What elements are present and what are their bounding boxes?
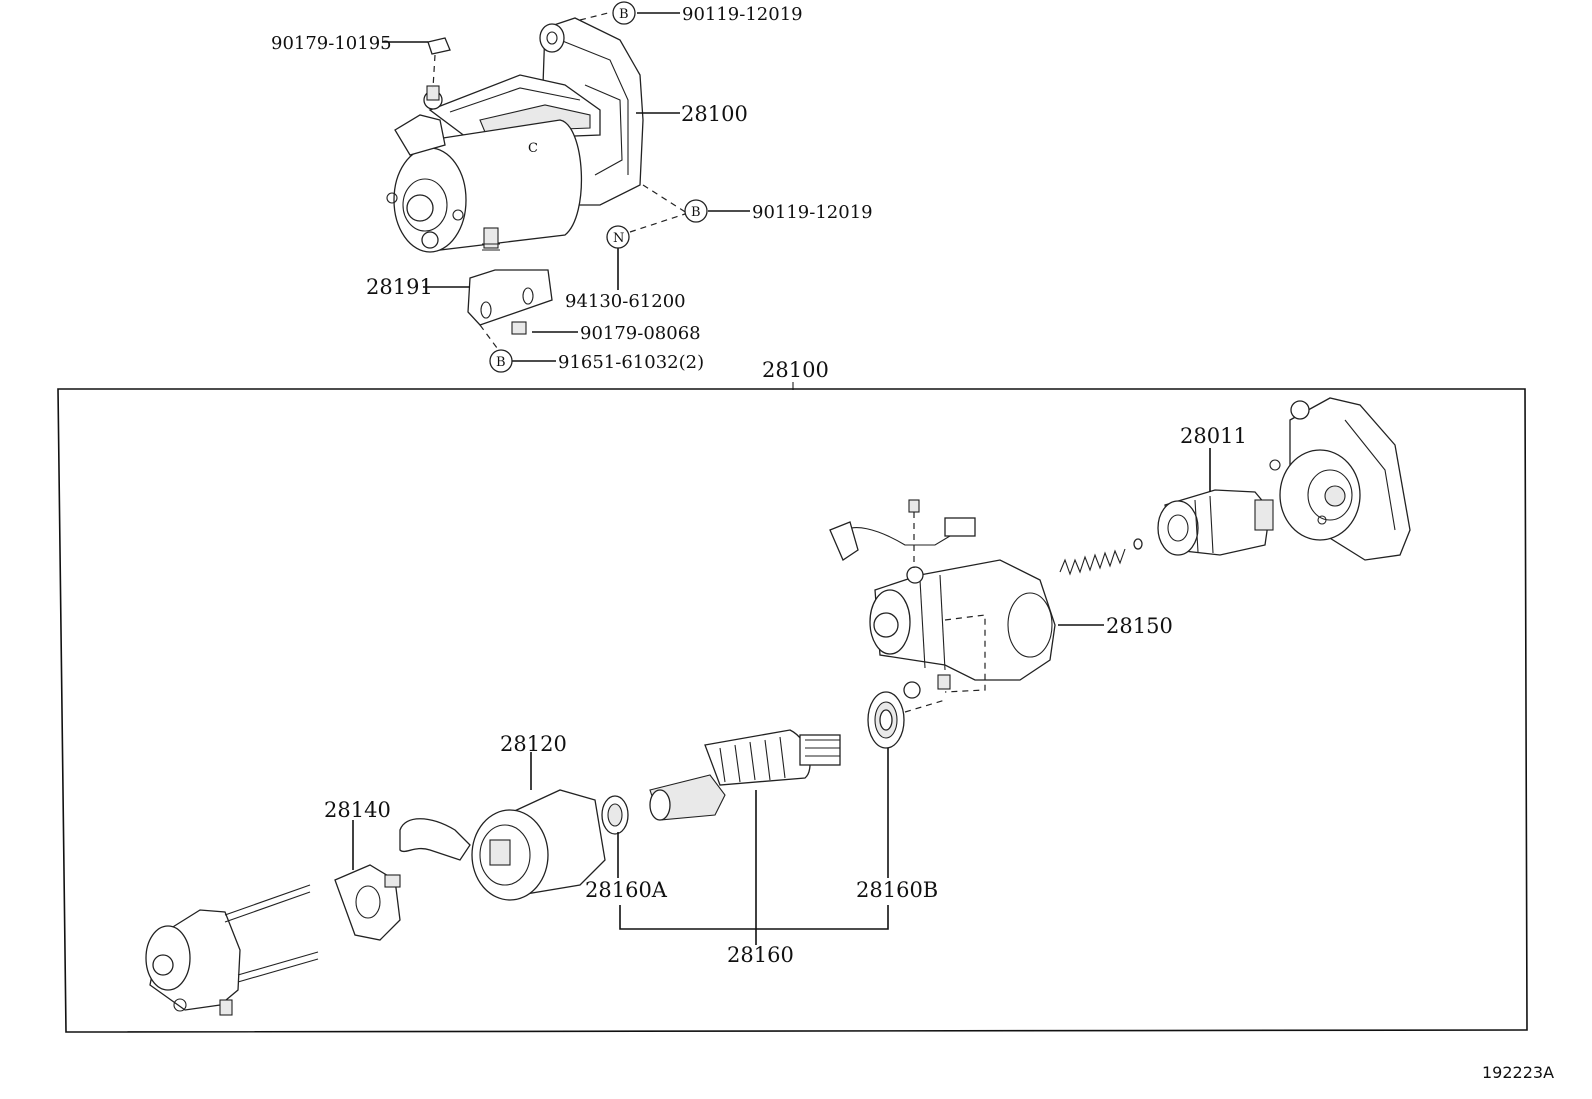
- brush-holder-28140-icon: [334, 864, 401, 941]
- figure-id: 192223A: [1482, 1063, 1554, 1082]
- bolt-90179-10195-icon: [427, 37, 451, 89]
- label-bolt-left: 90179-10195: [271, 33, 392, 54]
- label-bolt-top-b: 90119-12019: [682, 4, 803, 25]
- label-bearing-b: 28160B: [856, 878, 938, 902]
- armature-icon: [649, 729, 841, 821]
- label-assembly-box: 28100: [762, 358, 829, 382]
- label-bolt-mid-b: 90119-12019: [752, 202, 873, 223]
- label-yoke: 28120: [500, 732, 567, 756]
- label-switch: 28150: [1106, 614, 1173, 638]
- bearing-28160a-icon: [601, 795, 629, 835]
- exploded-view-frame: [57, 388, 1528, 1033]
- label-nut: 90179-08068: [580, 323, 701, 344]
- label-brush-holder: 28140: [324, 798, 391, 822]
- label-bearing-a: 28160A: [585, 878, 668, 902]
- yoke-28120-icon: [399, 789, 606, 901]
- label-clutch: 28011: [1180, 424, 1247, 448]
- spring-icon: [1059, 538, 1143, 576]
- svg-text:C: C: [528, 141, 538, 156]
- bracket-28191-icon: [467, 269, 553, 335]
- label-assembly-top: 28100: [681, 102, 748, 126]
- armature-group-lines: [617, 748, 889, 945]
- starter-assembly-top: C: [386, 17, 644, 253]
- b-marker-top: B: [612, 1, 636, 25]
- b-marker-bottom-text: B: [496, 355, 506, 370]
- clutch-28011-icon: [1157, 489, 1274, 556]
- label-armature: 28160: [727, 943, 794, 967]
- label-bracket: 28191: [366, 275, 433, 299]
- b-marker-bottom: B: [489, 349, 513, 373]
- magnetic-switch-28150-icon: [829, 499, 1056, 699]
- label-bolt-bottom-b: 91651-61032(2): [558, 352, 704, 373]
- label-n-part: 94130-61200: [565, 291, 686, 312]
- end-frame-icon: [145, 884, 319, 1016]
- drive-housing-icon: [1269, 397, 1411, 561]
- top-callout-lines: [382, 11, 750, 362]
- b-marker-top-text: B: [619, 7, 629, 22]
- n-marker-text: N: [613, 231, 624, 246]
- n-marker: N: [606, 225, 630, 249]
- b-marker-mid: B: [684, 199, 708, 223]
- bearing-28160b-icon: [867, 691, 946, 749]
- b-marker-mid-text: B: [691, 205, 701, 220]
